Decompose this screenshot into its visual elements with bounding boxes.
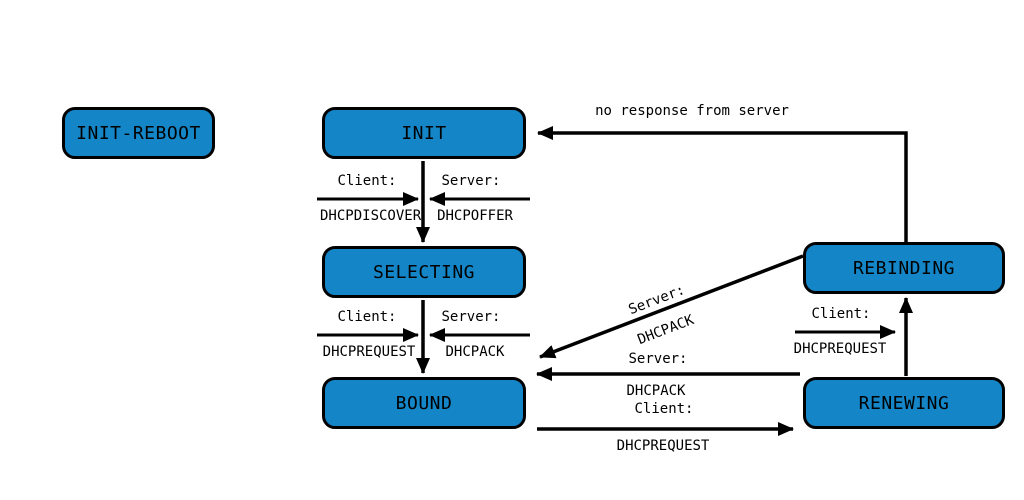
edge-rebinding-to-bound-arrow	[539, 254, 804, 359]
label-client-role-discover: Client:	[337, 173, 397, 189]
label-message-renew-dhcpack: DHCPACK	[626, 383, 686, 399]
label-server-role-ack: Server:	[441, 309, 501, 325]
state-init-reboot: INIT-REBOOT	[62, 107, 215, 159]
label-client-role-renew-rebind: Client:	[811, 306, 871, 322]
label-message-dhcpoffer: DHCPOFFER	[437, 208, 513, 224]
label-no-response-from-server: no response from server	[595, 103, 789, 119]
label-server-role-renew-ack: Server:	[628, 351, 688, 367]
state-selecting: SELECTING	[322, 246, 526, 298]
state-rebinding: REBINDING	[803, 242, 1005, 294]
label-message-dhcprequest: DHCPREQUEST	[322, 344, 416, 360]
label-message-bound-renew-dhcprequest: DHCPREQUEST	[616, 438, 710, 454]
label-message-dhcpack: DHCPACK	[445, 344, 505, 360]
label-message-renew-rebind-dhcprequest: DHCPREQUEST	[793, 341, 887, 357]
state-bound: BOUND	[322, 377, 526, 429]
edge-rebinding-to-init-arrow	[537, 126, 908, 243]
label-message-dhcpdiscover: DHCPDISCOVER	[320, 208, 422, 224]
state-init: INIT	[322, 107, 526, 159]
label-client-role-request: Client:	[337, 309, 397, 325]
label-client-role-bound-renew: Client:	[634, 401, 694, 417]
state-renewing: RENEWING	[803, 377, 1005, 429]
label-server-role-offer: Server:	[441, 173, 501, 189]
